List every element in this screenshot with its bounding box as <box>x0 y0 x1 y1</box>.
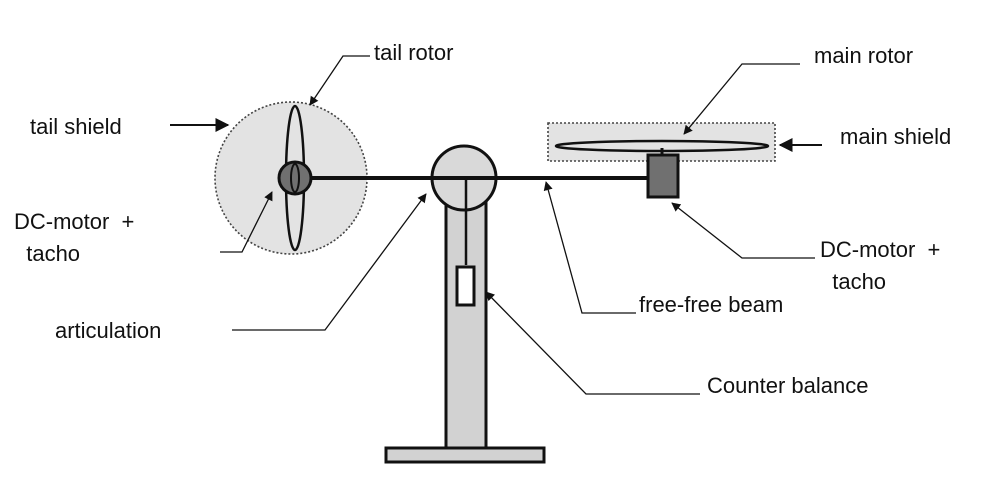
base-plate <box>384 446 546 464</box>
leader-articulation <box>232 193 427 331</box>
leader-main-motor <box>671 202 815 259</box>
tail-rotor-blade-center <box>290 163 300 193</box>
label-articulation: articulation <box>55 318 162 343</box>
leader-beam <box>543 181 636 314</box>
main-motor <box>646 153 680 199</box>
leader-counter-balance <box>485 291 700 395</box>
label-main-motor: DC-motor + tacho <box>820 237 941 294</box>
label-main-shield: main shield <box>840 124 952 149</box>
leader-main-rotor <box>683 63 800 135</box>
label-free-free-beam: free-free beam <box>639 292 784 317</box>
leader-tail-motor <box>220 191 273 253</box>
label-tail-rotor: tail rotor <box>374 40 454 65</box>
counter-balance-weight <box>455 265 476 307</box>
label-tail-motor: DC-motor + tacho <box>14 209 135 266</box>
label-counter-balance: Counter balance <box>707 373 869 398</box>
leader-lines <box>170 55 822 395</box>
label-tail-shield: tail shield <box>30 114 122 139</box>
leader-tail-rotor <box>309 55 370 106</box>
tail-motor-hub <box>277 160 313 196</box>
label-main-rotor: main rotor <box>814 43 914 68</box>
